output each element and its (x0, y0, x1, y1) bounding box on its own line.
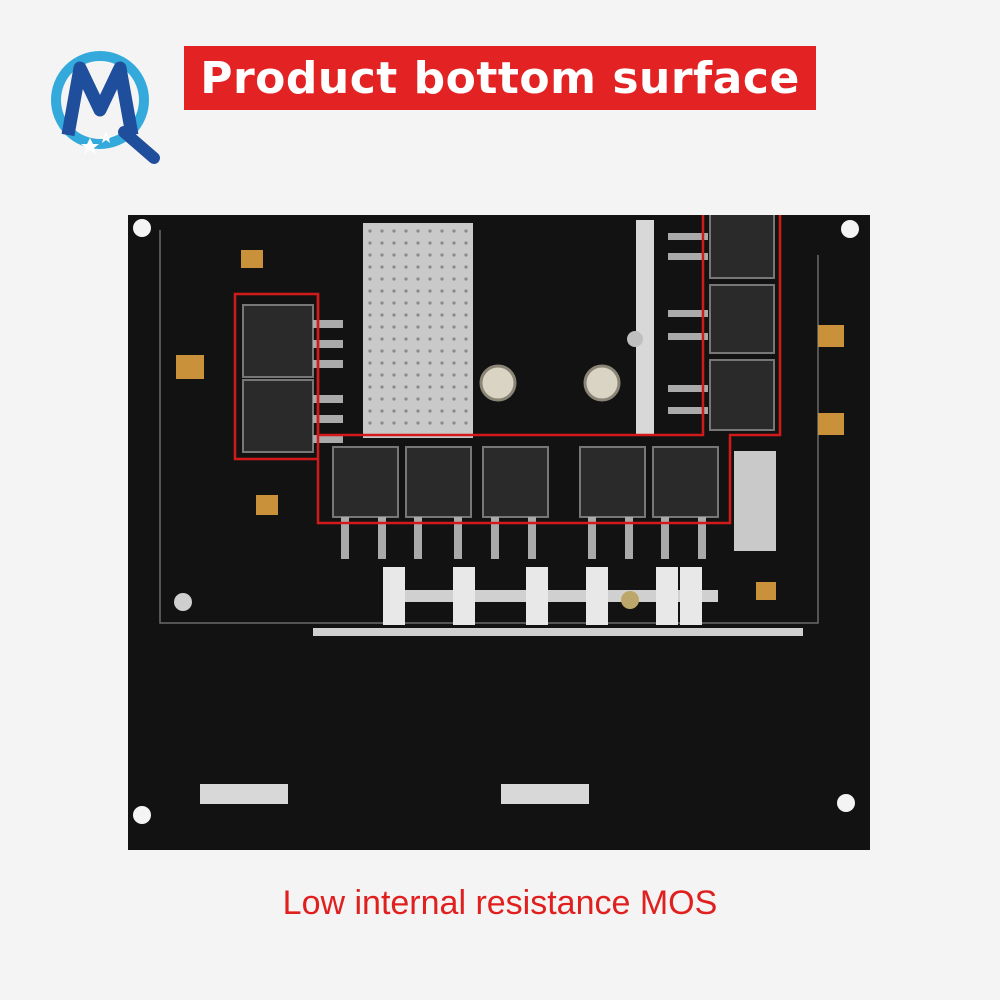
mos-highlight-outline (233, 215, 782, 525)
copper-pad-right (734, 451, 776, 551)
caption-text: Low internal resistance MOS (282, 884, 718, 922)
copper-pad-left (363, 223, 473, 438)
mq-logo-icon (51, 51, 160, 164)
mosfet-right-group (668, 215, 775, 431)
mounting-hole-br (837, 794, 855, 812)
copper-strip (636, 220, 654, 435)
shunt-resistor-bar (383, 567, 718, 625)
title-banner: Product bottom surface (184, 46, 816, 110)
mounting-hole-tl (133, 219, 151, 237)
mounting-hole-bl (133, 806, 151, 824)
connector-right (501, 784, 589, 804)
connector-left (200, 784, 288, 804)
pcb-board-image (128, 215, 870, 850)
mosfet-left-group (242, 304, 343, 453)
mounting-hole-tr (841, 220, 859, 238)
mosfet-bottom-row (332, 446, 719, 559)
